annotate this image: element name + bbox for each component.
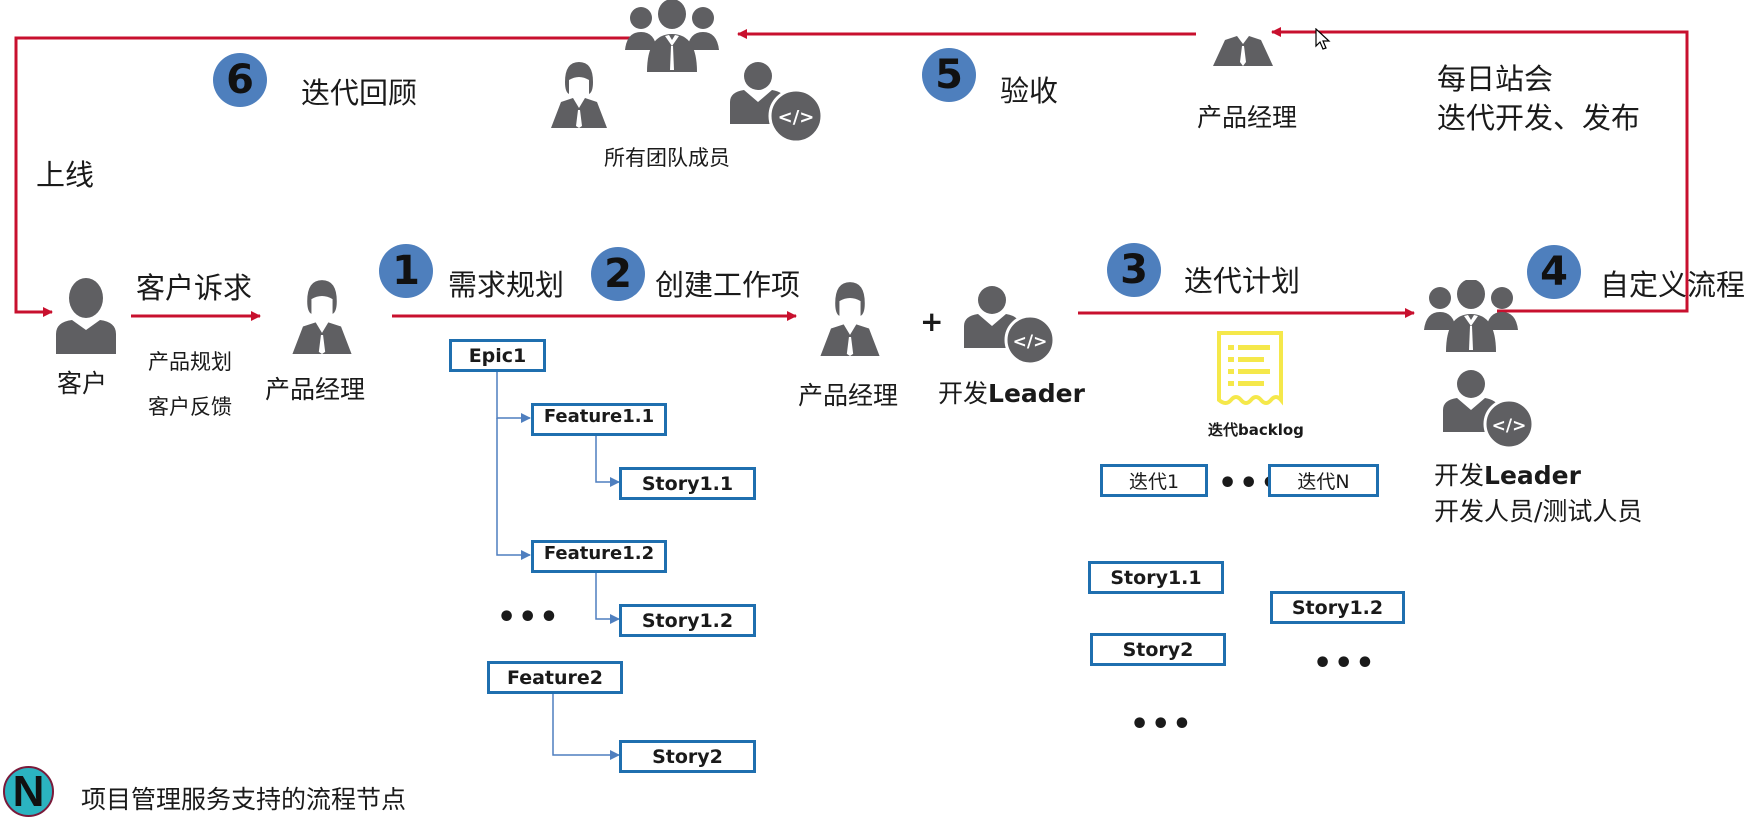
- custom-flow-loop: [1271, 27, 1689, 313]
- team-dev-leader-label: 开发Leader: [1434, 456, 1581, 492]
- mouse-cursor-icon: [1315, 28, 1331, 50]
- tree-connector-epic-feature11: [496, 370, 531, 423]
- customer-feedback-label: 客户反馈: [148, 395, 232, 419]
- step-label-acceptance: 验收: [1000, 74, 1059, 108]
- legend-badge: N: [3, 766, 54, 817]
- dev-team-group-icon: [1424, 280, 1518, 352]
- product-manager-label: 产品经理: [798, 381, 899, 410]
- tree-connector-feature12-story12: [595, 570, 620, 624]
- product-manager-icon: [551, 62, 607, 128]
- customer-icon: [56, 278, 116, 354]
- step-badge-3: 3: [1107, 243, 1161, 297]
- step-label-iteration-planning: 迭代计划: [1184, 264, 1301, 298]
- tree-connector-feature2-story2: [552, 693, 620, 760]
- dev-leader-suffix: Leader: [988, 379, 1085, 408]
- iteration-left-ellipsis: •••: [1130, 707, 1194, 742]
- work-item-feature-1-2[interactable]: Feature1.2: [531, 540, 667, 573]
- work-item-story-1-2[interactable]: Story1.2: [619, 604, 756, 637]
- iteration-story-2[interactable]: Story2: [1090, 633, 1226, 666]
- iteration-story-1-2[interactable]: Story1.2: [1270, 591, 1405, 624]
- step-badge-2: 2: [591, 247, 645, 301]
- go-live-arrow: [14, 36, 632, 317]
- tree-connector-epic-feature12: [496, 418, 531, 560]
- step-label-retrospective: 迭代回顾: [301, 76, 418, 110]
- tree-ellipsis: •••: [497, 600, 561, 635]
- developer-tester-icon: </>: [1443, 370, 1535, 450]
- dev-leader-label: 开发Leader: [938, 374, 1085, 410]
- iteration-n-box[interactable]: 迭代N: [1268, 464, 1379, 497]
- svg-text:</>: </>: [1013, 332, 1048, 352]
- step-label-requirements-planning: 需求规划: [448, 268, 565, 302]
- customer-label: 客户: [57, 369, 108, 398]
- work-item-epic[interactable]: Epic1: [449, 339, 546, 372]
- product-manager-label: 产品经理: [265, 375, 366, 404]
- backlog-document-icon: [1217, 331, 1283, 406]
- step-label-create-work-items: 创建工作项: [655, 268, 801, 302]
- iteration-dev-release-label: 迭代开发、发布: [1437, 101, 1641, 135]
- customer-request-label: 客户诉求: [136, 271, 253, 305]
- work-item-feature-2[interactable]: Feature2: [487, 661, 623, 694]
- daily-standup-label: 每日站会: [1437, 62, 1554, 96]
- product-manager-icon: [292, 280, 352, 354]
- plus-sign: +: [920, 305, 944, 338]
- product-manager-label: 产品经理: [1197, 103, 1298, 132]
- go-live-label: 上线: [36, 158, 95, 192]
- tree-connector-feature11-story11: [595, 433, 620, 487]
- iteration-right-ellipsis: •••: [1313, 646, 1377, 681]
- work-item-story-1-1[interactable]: Story1.1: [619, 467, 756, 500]
- team-group-icon: [625, 0, 719, 72]
- devs-testers-label: 开发人员/测试人员: [1434, 497, 1643, 526]
- iteration-1-box[interactable]: 迭代1: [1100, 464, 1208, 497]
- work-item-feature-1-1[interactable]: Feature1.1: [531, 403, 667, 436]
- svg-text:</>: </>: [778, 107, 815, 128]
- step-label-custom-workflow: 自定义流程: [1600, 268, 1746, 302]
- iteration-story-1-1[interactable]: Story1.1: [1088, 561, 1224, 594]
- product-manager-icon: [1213, 36, 1273, 66]
- dev-leader-suffix: Leader: [1484, 461, 1581, 490]
- iteration-backlog-label: 迭代backlog: [1208, 421, 1304, 439]
- step-badge-6: 6: [213, 53, 267, 107]
- product-manager-icon: [820, 282, 880, 356]
- step-badge-1: 1: [379, 244, 433, 298]
- step-badge-5: 5: [922, 48, 976, 102]
- product-planning-label: 产品规划: [148, 350, 232, 374]
- legend-text: 项目管理服务支持的流程节点: [81, 785, 407, 814]
- all-team-members-label: 所有团队成员: [604, 146, 730, 170]
- developer-icon: </>: [730, 62, 822, 142]
- dev-leader-prefix: 开发: [938, 379, 989, 408]
- dev-leader-prefix: 开发: [1434, 461, 1485, 490]
- svg-text:</>: </>: [1492, 416, 1527, 436]
- dev-leader-icon: </>: [964, 286, 1056, 366]
- step-badge-4: 4: [1527, 245, 1581, 299]
- work-item-story-2[interactable]: Story2: [619, 740, 756, 773]
